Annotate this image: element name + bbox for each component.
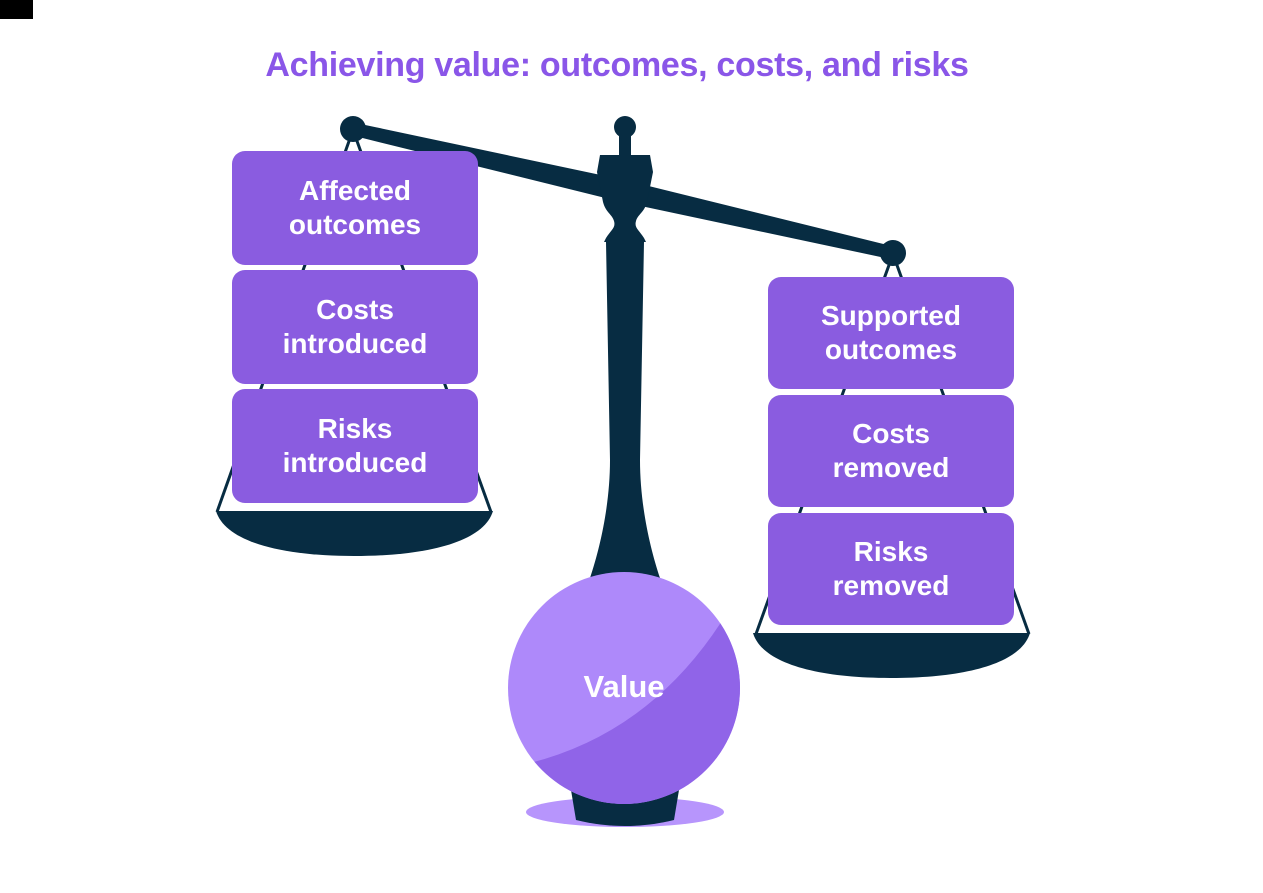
right-box-costs-removed: Costs removed (768, 395, 1014, 507)
left-pan (216, 511, 493, 556)
pivot-finial (597, 116, 653, 242)
box-label-line: Costs (316, 294, 394, 325)
box-label-line: outcomes (824, 334, 958, 365)
value-sphere-label: Value (583, 669, 665, 704)
corner-artifact (0, 0, 33, 19)
beam-left-knob (340, 116, 366, 142)
left-box-affected-outcomes: Affected outcomes (232, 151, 478, 265)
box-label-line: Risks (853, 536, 929, 567)
right-box-supported-outcomes: Supported outcomes (768, 277, 1014, 389)
box-label-line: introduced (282, 447, 428, 478)
box-label-line: Supported (821, 300, 961, 331)
center-post (590, 242, 660, 578)
box-label-line: outcomes (288, 209, 422, 240)
left-box-costs-introduced: Costs introduced (232, 270, 478, 384)
box-label-line: removed (832, 452, 950, 483)
box-label-line: Risks (317, 413, 393, 444)
box-label-line: Costs (852, 418, 930, 449)
right-pan (753, 633, 1030, 678)
beam-right-knob (880, 240, 906, 266)
diagram-title: Achieving value: outcomes, costs, and ri… (265, 46, 969, 84)
box-label-line: removed (832, 570, 950, 601)
box-label-line: Affected (298, 175, 411, 206)
left-box-risks-introduced: Risks introduced (232, 389, 478, 503)
right-box-risks-removed: Risks removed (768, 513, 1014, 625)
box-label-line: introduced (282, 328, 428, 359)
